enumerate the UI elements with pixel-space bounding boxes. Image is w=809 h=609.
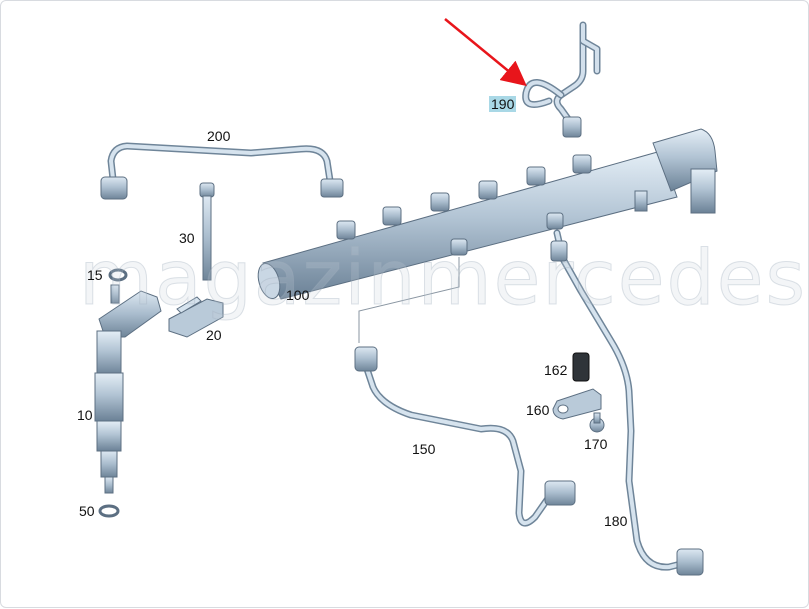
pipe-180	[550, 229, 704, 576]
pipe-190	[522, 21, 601, 138]
part-label-20[interactable]: 20	[206, 327, 222, 343]
part-label-15[interactable]: 15	[87, 267, 103, 283]
fuel-rail-100	[257, 128, 718, 300]
washer-50	[98, 504, 120, 518]
pipe-200	[100, 142, 344, 200]
bolt-30	[199, 182, 215, 281]
watermark: magazinmercedes.ru	[79, 233, 809, 323]
part-label-160[interactable]: 160	[526, 402, 550, 418]
washer-15	[108, 268, 128, 282]
part-label-170[interactable]: 170	[584, 436, 608, 452]
part-label-150[interactable]: 150	[412, 441, 436, 457]
bracket-160	[552, 388, 602, 420]
part-label-162[interactable]: 162	[544, 362, 568, 378]
clamp-20	[168, 296, 224, 338]
part-label-190[interactable]: 190	[489, 96, 517, 112]
bolt-170	[589, 412, 605, 433]
rubber-162	[572, 352, 590, 382]
pipe-150	[354, 346, 576, 527]
part-label-30[interactable]: 30	[179, 230, 195, 246]
part-label-10[interactable]: 10	[77, 407, 93, 423]
highlight-arrow	[444, 18, 527, 87]
part-label-180[interactable]: 180	[604, 513, 628, 529]
part-label-100[interactable]: 100	[286, 287, 310, 303]
part-label-50[interactable]: 50	[79, 503, 95, 519]
leader-bracket	[358, 257, 460, 343]
injector-10	[94, 284, 162, 494]
part-label-200[interactable]: 200	[207, 128, 231, 144]
